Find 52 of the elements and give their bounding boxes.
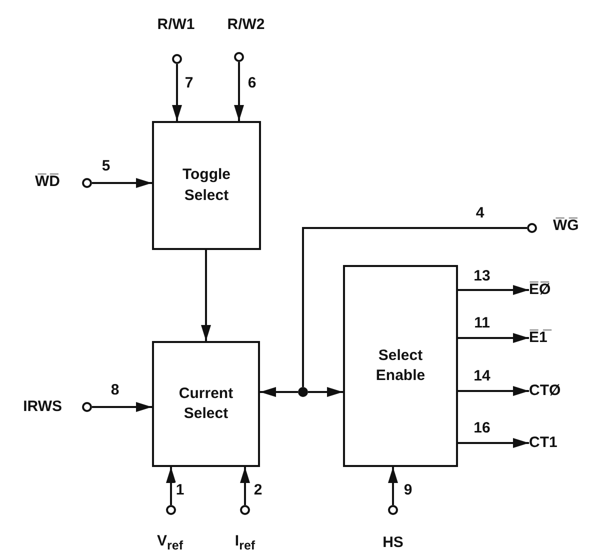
pin-number: 4 bbox=[474, 206, 486, 220]
pin-number: 5 bbox=[100, 158, 112, 174]
signal-label: CTØ bbox=[529, 382, 561, 400]
connector-arrow bbox=[240, 467, 250, 505]
terminal-circle bbox=[240, 505, 250, 515]
terminal-circle bbox=[166, 505, 176, 515]
signal-label: W̅G̅ bbox=[553, 217, 579, 235]
pin-number: 14 bbox=[472, 368, 492, 384]
pin-number: 16 bbox=[472, 420, 492, 436]
connector-arrow bbox=[388, 467, 398, 505]
terminal-circle bbox=[388, 505, 398, 515]
pin-number: 9 bbox=[402, 482, 414, 498]
signal-label: HS bbox=[382, 534, 404, 552]
connector-arrow bbox=[458, 438, 529, 448]
connector-arrow bbox=[308, 387, 343, 397]
terminal-circle bbox=[234, 52, 244, 62]
signal-label: R/W1 bbox=[157, 16, 195, 34]
connector-arrow bbox=[166, 467, 176, 505]
signal-label: I$_{ref}$ bbox=[234, 532, 256, 554]
connector-arrow bbox=[458, 386, 529, 396]
pin-number: 6 bbox=[246, 76, 258, 90]
pin-number: 7 bbox=[184, 76, 194, 90]
connector-arrow bbox=[458, 285, 529, 295]
connector-arrow bbox=[458, 333, 529, 343]
block-label: Select Enable bbox=[374, 346, 426, 386]
block-box bbox=[152, 341, 260, 467]
pin-number: 13 bbox=[472, 268, 492, 284]
pin-number: 1 bbox=[174, 482, 186, 498]
connector-arrow bbox=[234, 62, 244, 121]
connector-arrow bbox=[92, 178, 152, 188]
block-box bbox=[343, 265, 458, 467]
block-box bbox=[152, 121, 261, 250]
signal-label: IRWS bbox=[23, 398, 62, 416]
signal-label: CT1 bbox=[529, 434, 558, 452]
signal-label: V$_{ref}$ bbox=[157, 532, 183, 554]
signal-label: E̅Ø̅ bbox=[529, 281, 551, 299]
signal-label: W̅D̅ bbox=[35, 173, 60, 191]
block-label: Toggle Select bbox=[181, 165, 232, 206]
junction-dot bbox=[298, 387, 308, 397]
terminal-circle bbox=[527, 223, 537, 233]
terminal-circle bbox=[82, 402, 92, 412]
connector-arrow bbox=[172, 64, 182, 121]
terminal-circle bbox=[82, 178, 92, 188]
signal-label: R/W2 bbox=[227, 16, 265, 34]
connector-arrow bbox=[92, 402, 152, 412]
pin-number: 11 bbox=[473, 316, 491, 330]
terminal-circle bbox=[172, 54, 182, 64]
connector-arrow bbox=[201, 250, 211, 341]
block-label: Current Select bbox=[178, 384, 234, 424]
connector-arrow bbox=[260, 387, 298, 397]
pin-number: 8 bbox=[110, 382, 120, 398]
pin-number: 2 bbox=[252, 482, 264, 498]
